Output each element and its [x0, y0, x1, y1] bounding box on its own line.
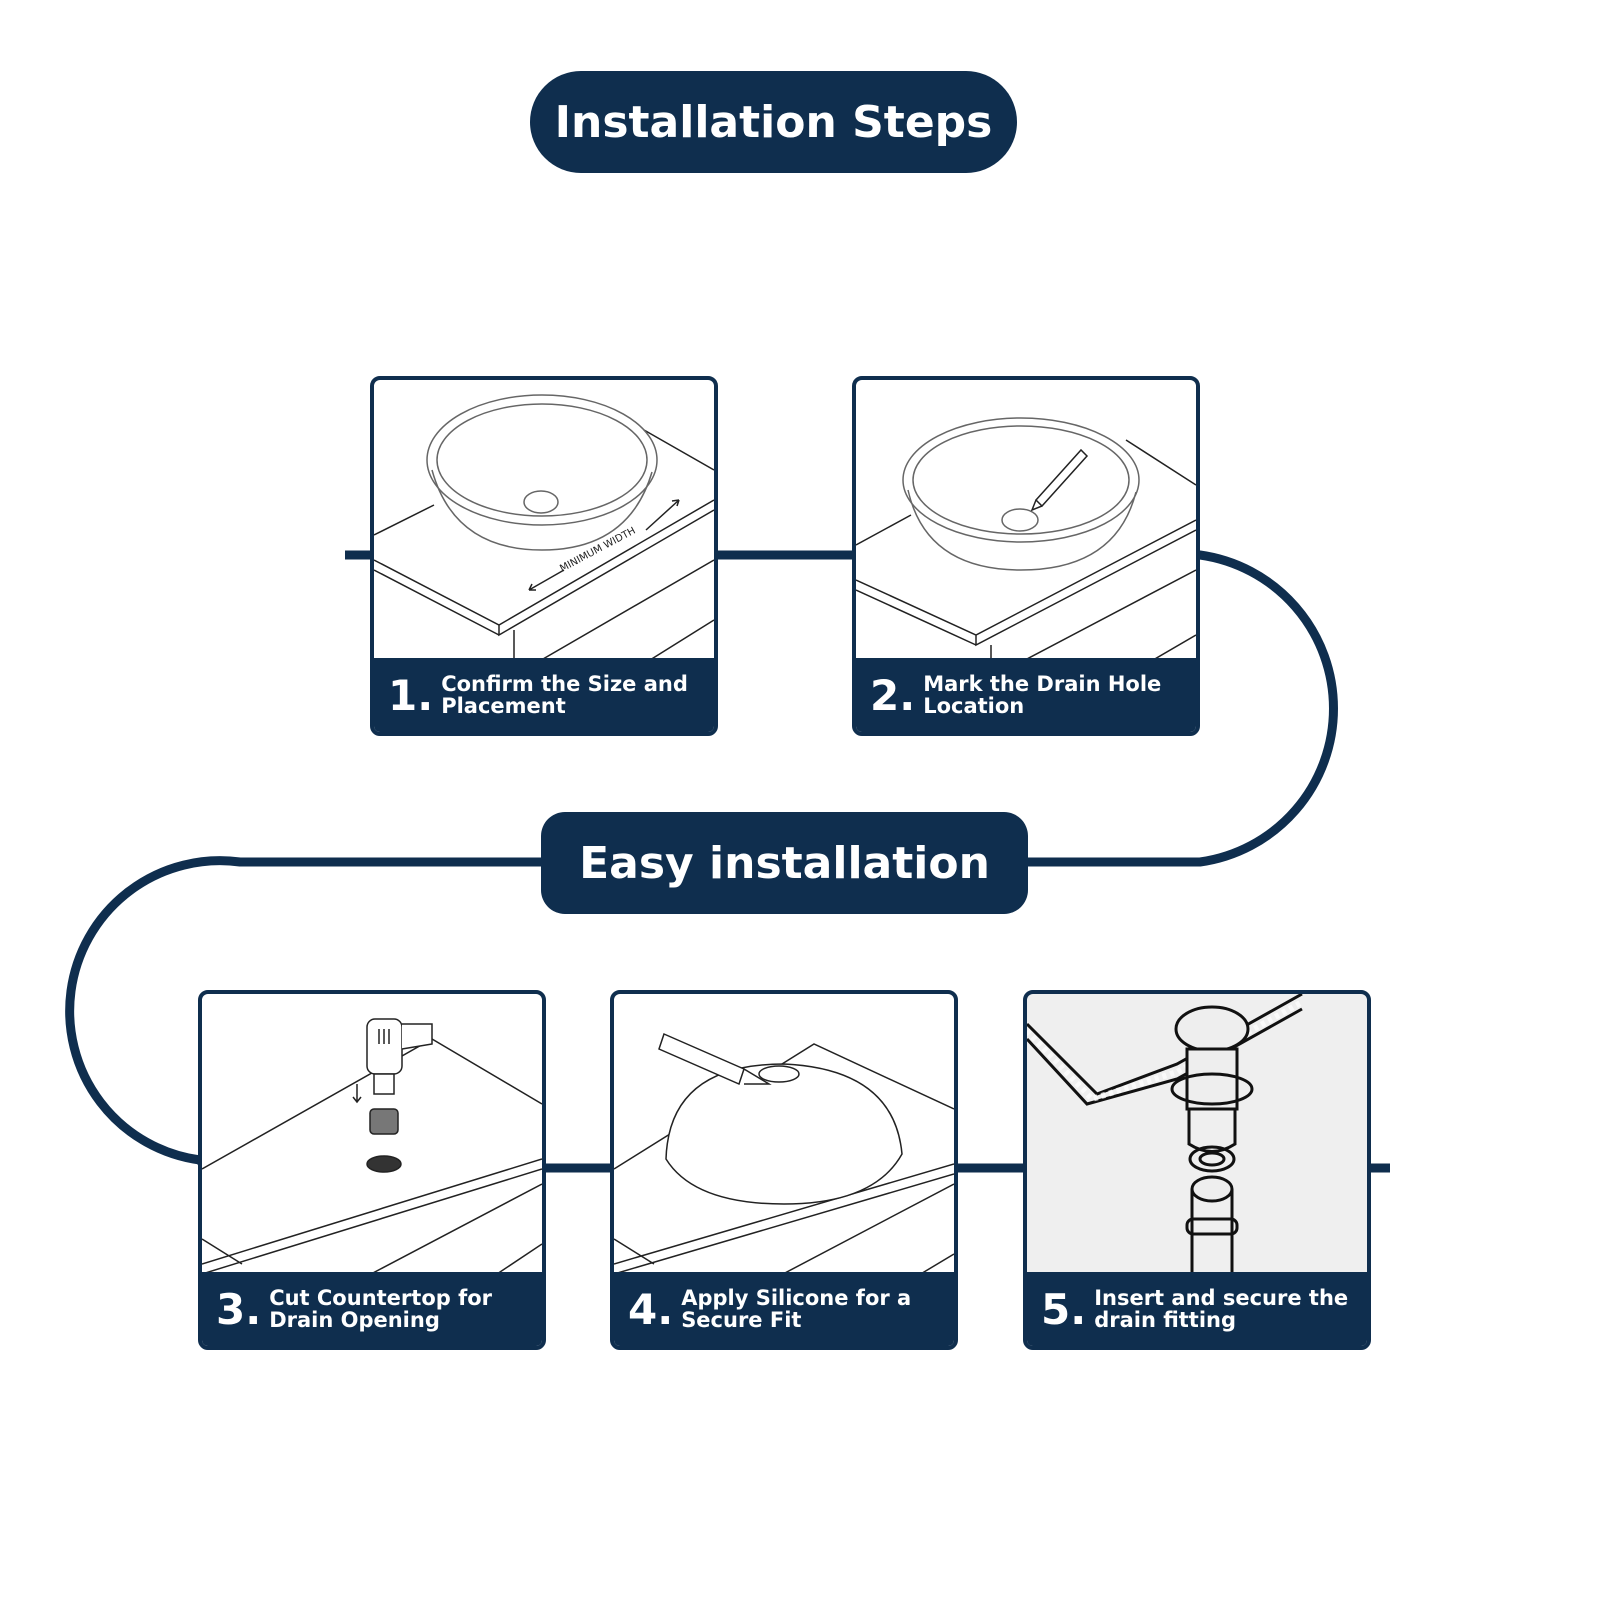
step-title-line2: Secure Fit [681, 1308, 802, 1332]
step-title-line1: Confirm the Size and [441, 672, 688, 696]
step-number: 1. [388, 670, 434, 720]
step-title-line2: Drain Opening [269, 1308, 440, 1332]
step-number: 4. [628, 1284, 674, 1334]
easy-installation-label: Easy installation [541, 812, 1028, 914]
step-title-line1: Apply Silicone for a [681, 1286, 912, 1310]
apply-silicone-illustration [614, 1032, 954, 1284]
mark-drain-illustration [856, 417, 1196, 670]
step-number: 2. [870, 670, 916, 720]
step-title-line1: Mark the Drain Hole [923, 672, 1162, 696]
drill-countertop-illustration [202, 1018, 542, 1284]
step-title-line2: Location [923, 694, 1025, 718]
step-number: 5. [1041, 1284, 1087, 1334]
step-title-line2: Placement [441, 694, 566, 718]
step-number: 3. [216, 1284, 262, 1334]
step-title-line1: Cut Countertop for [269, 1286, 493, 1310]
step-title-line1: Insert and secure the [1094, 1286, 1349, 1310]
page-title: Installation Steps [530, 71, 1017, 173]
drain-fitting-illustration [1027, 994, 1304, 1284]
vessel-sink-measure-illustration: MINIMUM WIDTH [374, 394, 714, 670]
step-title-line2: drain fitting [1094, 1308, 1237, 1332]
